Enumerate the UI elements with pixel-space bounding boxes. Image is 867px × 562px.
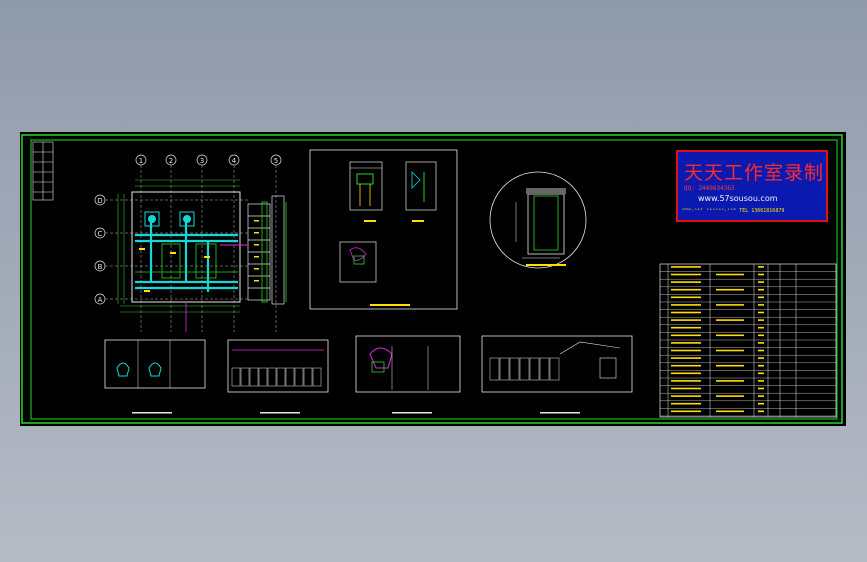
- table-cell-mark: [671, 281, 701, 283]
- table-cell-mark: [716, 364, 744, 367]
- cabinet-outline: [489, 357, 500, 381]
- axis-label-col-4: 4: [232, 157, 237, 165]
- table-cell-mark: [758, 288, 764, 291]
- inner-frame: [30, 139, 838, 420]
- table-cell-mark: [671, 410, 701, 413]
- table-cell-mark: [758, 372, 764, 375]
- table-cell-mark: [671, 296, 701, 299]
- plan-view: 1 2 3 4 5 D C B A: [94, 154, 287, 332]
- section-view-3: [355, 335, 461, 414]
- table-cell-mark: [671, 349, 701, 352]
- table-cell-mark: [671, 395, 701, 397]
- table-cell-mark: [758, 319, 764, 321]
- table-cell-mark: [758, 395, 764, 397]
- table-cell-mark: [758, 326, 764, 329]
- table-cell-mark: [671, 326, 701, 329]
- watermark-qq: QQ: 2449834363: [684, 185, 735, 192]
- cabinet-outline: [231, 367, 241, 387]
- table-cell-mark: [758, 364, 764, 367]
- table-cell-mark: [758, 357, 764, 359]
- table-cell-mark: [758, 281, 764, 283]
- watermark-title: 天天工作室录制: [683, 162, 824, 184]
- table-cell-mark: [758, 266, 764, 268]
- table-cell-mark: [716, 410, 744, 413]
- cabinet-outline: [539, 357, 550, 381]
- cabinet-outline: [529, 357, 540, 381]
- axis-label-col-3: 3: [200, 157, 204, 165]
- table-cell-mark: [716, 288, 744, 291]
- axis-label-row-A: A: [98, 296, 103, 304]
- table-cell-mark: [671, 342, 701, 344]
- table-cell-mark: [671, 334, 701, 337]
- table-cell-mark: [758, 402, 764, 405]
- section-view-1: [104, 339, 206, 414]
- cabinet-outline: [509, 357, 520, 381]
- axis-label-row-B: B: [98, 263, 103, 271]
- table-cell-mark: [758, 273, 764, 276]
- table-cell-mark: [716, 334, 744, 337]
- table-cell-mark: [758, 304, 764, 306]
- table-cell-mark: [758, 349, 764, 352]
- cad-drawing: 1 2 3 4 5 D C B A: [21, 134, 843, 424]
- cabinet-outline: [519, 357, 530, 381]
- detail-view-box: [309, 149, 458, 310]
- table-cell-mark: [671, 273, 701, 276]
- table-cell-mark: [671, 288, 701, 291]
- table-cell-mark: [671, 380, 701, 382]
- axis-label-row-C: C: [98, 230, 103, 238]
- watermark-contact: ᵂᵂʷ·ⁿᵉᵗ ˢᵒᵘˢᵒᵘ·ᶜᵒᵐ TEL 13661816879: [682, 208, 785, 214]
- table-cell-mark: [758, 410, 764, 413]
- table-cell-mark: [671, 372, 701, 375]
- table-cell-mark: [716, 273, 744, 276]
- table-cell-mark: [671, 311, 701, 314]
- table-cell-mark: [671, 319, 701, 321]
- table-cell-mark: [671, 266, 701, 268]
- table-cell-mark: [671, 387, 701, 390]
- watermark-stamp: 天天工作室录制 QQ: 2449834363 www.57sousou.com …: [676, 150, 828, 222]
- table-cell-mark: [671, 364, 701, 367]
- table-cell-mark: [716, 319, 744, 321]
- section-view-4: [481, 335, 633, 414]
- material-table: [659, 263, 837, 418]
- table-cell-mark: [758, 296, 764, 299]
- drawing-sheet: 1 2 3 4 5 D C B A: [20, 132, 846, 426]
- cabinet-outline: [240, 367, 250, 387]
- cabinet-outline: [276, 367, 286, 387]
- axis-label-row-D: D: [97, 197, 102, 205]
- table-cell-mark: [671, 357, 701, 359]
- axis-label-col-5: 5: [274, 157, 278, 165]
- section-view-2: [227, 339, 329, 414]
- table-cell-mark: [671, 402, 701, 405]
- table-cell-mark: [716, 304, 744, 306]
- table-cell-mark: [758, 311, 764, 314]
- axis-label-col-2: 2: [169, 157, 173, 165]
- watermark-url: www.57sousou.com: [698, 194, 778, 203]
- cabinet-outline: [249, 367, 259, 387]
- binding-strip: [32, 141, 54, 201]
- table-cell-mark: [758, 387, 764, 390]
- cabinet-outline: [303, 367, 313, 387]
- cabinet-outline: [499, 357, 510, 381]
- cabinet-outline: [312, 367, 322, 387]
- cabinet-outline: [285, 367, 295, 387]
- outer-frame: [21, 134, 843, 424]
- cabinet-outline: [258, 367, 268, 387]
- table-cell-mark: [758, 334, 764, 337]
- table-cell-mark: [758, 342, 764, 344]
- table-cell-mark: [758, 380, 764, 382]
- table-cell-mark: [671, 304, 701, 306]
- cabinet-outline: [294, 367, 304, 387]
- table-cell-mark: [716, 395, 744, 397]
- cabinet-outline: [267, 367, 277, 387]
- table-cell-mark: [716, 349, 744, 352]
- axis-label-col-1: 1: [139, 157, 143, 165]
- table-cell-mark: [716, 380, 744, 382]
- cabinet-outline: [549, 357, 560, 381]
- circular-detail: [489, 171, 587, 269]
